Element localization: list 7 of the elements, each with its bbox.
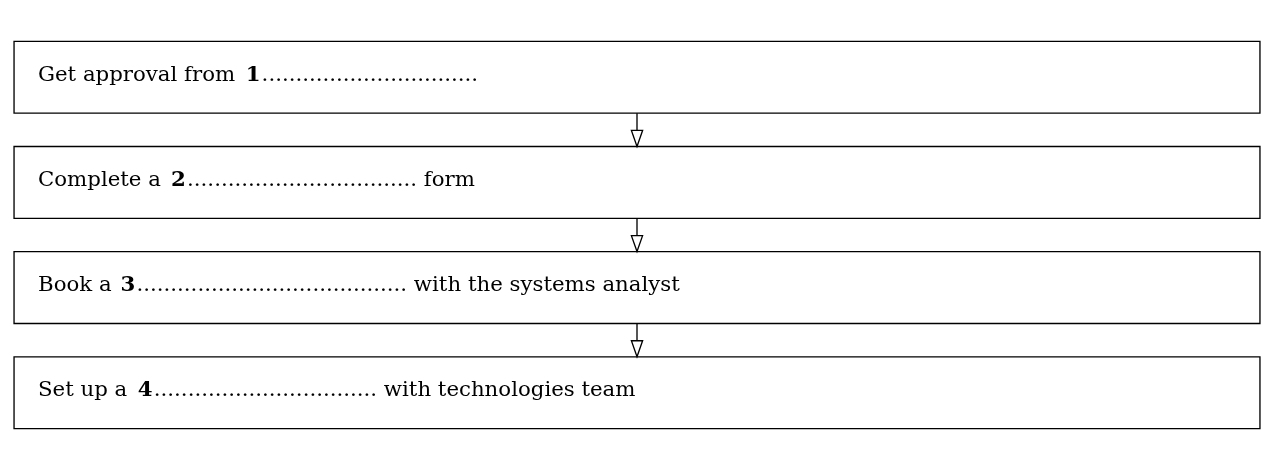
arrow	[630, 217, 644, 254]
node-box: Get approval from 1................................	[13, 40, 1261, 114]
arrow	[630, 322, 644, 359]
node-box: Complete a 2.................................. form	[13, 145, 1261, 220]
node-box: Set up a 4................................. with technologies team	[13, 356, 1261, 430]
node-box: Book a 3........................................ with the systems analyst	[13, 250, 1261, 325]
arrow	[630, 112, 644, 149]
